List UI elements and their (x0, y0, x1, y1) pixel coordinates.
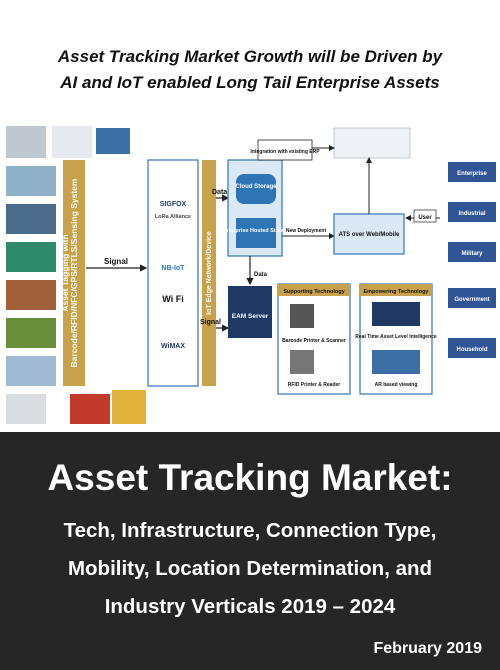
svg-text:EAM Server: EAM Server (232, 313, 269, 320)
svg-text:Enterprise Hosted Storage: Enterprise Hosted Storage (221, 228, 290, 234)
protocol-wifi: Wi Fi (162, 294, 183, 304)
segment-household (448, 338, 496, 358)
segment-enterprise (448, 162, 496, 182)
headline: Asset Tracking Market Growth will be Dri… (20, 44, 480, 96)
protocol-column (147, 159, 199, 387)
svg-text:User: User (418, 215, 432, 221)
data-label-2: Data (254, 272, 268, 278)
signal-label-2: Signal (200, 319, 221, 326)
data-label: Data (212, 189, 227, 196)
user-box (413, 209, 437, 223)
report-subtitle: Tech, Infrastructure, Connection Type, M… (0, 512, 500, 626)
edge-label: IoT Edge Network/Device (206, 231, 213, 315)
asset-photos (6, 126, 146, 424)
ats-box (333, 213, 405, 255)
svg-text:Industrial: Industrial (458, 211, 485, 217)
signal-label: Signal (104, 257, 128, 266)
svg-text:Enterprise: Enterprise (457, 171, 487, 177)
report-title: Asset Tracking Market: (47, 457, 453, 498)
svg-text:Supporting Technology: Supporting Technology (283, 289, 345, 295)
supporting-tech-box (277, 283, 351, 395)
segment-military (448, 242, 496, 262)
svg-text:RFID Printer & Reader: RFID Printer & Reader (288, 382, 341, 388)
svg-text:AR based viewing: AR based viewing (375, 382, 418, 388)
cover-image-area: Asset Tracking Market Growth will be Dri… (6, 44, 496, 424)
svg-text:Household: Household (457, 347, 488, 353)
asset-tagging-bar (63, 160, 85, 386)
ecosystem-diagram: Barcode/RFID/NFC/GPS/RTLS/Sensing System… (6, 126, 496, 424)
headline-line-2: AI and IoT enabled Long Tail Enterprise … (60, 73, 440, 92)
svg-text:Government: Government (454, 297, 489, 303)
subtitle-line-3: Industry Verticals 2019 – 2024 (104, 595, 396, 618)
iot-edge-bar (202, 160, 216, 386)
publication-date: February 2019 (373, 640, 482, 657)
subtitle-line-1: Tech, Infrastructure, Connection Type, (63, 519, 437, 542)
svg-text:ATS over Web/Mobile: ATS over Web/Mobile (339, 232, 400, 238)
protocol-nbiot: NB-IoT (162, 265, 186, 272)
svg-text:Integration with existing ERP: Integration with existing ERP (250, 149, 320, 155)
cloud-storage (236, 174, 276, 204)
eam-server (228, 286, 272, 338)
erp-dashboard (333, 127, 411, 159)
protocol-wimax: WiMAX (161, 343, 185, 350)
protocol-lora: LoRa Alliance (155, 214, 191, 220)
segment-government (448, 288, 496, 308)
subtitle-line-2: Mobility, Location Determination, and (67, 557, 433, 580)
svg-text:Real Time Asset Level Intellig: Real Time Asset Level Intelligence (355, 334, 437, 340)
tagging-label-line2: Barcode/RFID/NFC/GPS/RTLS/Sensing System (69, 178, 79, 367)
svg-text:Cloud Storage: Cloud Storage (235, 184, 277, 190)
title-banner: Asset Tracking Market: Tech, Infrastruct… (0, 432, 500, 670)
svg-text:Empowering Technology: Empowering Technology (364, 289, 430, 295)
segment-industrial (448, 202, 496, 222)
new-deployment: New Deployment (286, 228, 327, 234)
protocol-sigfox: SIGFOX (160, 201, 187, 208)
integration-erp (257, 139, 313, 161)
svg-text:Military: Military (461, 251, 483, 257)
headline-line-1: Asset Tracking Market Growth will be Dri… (57, 47, 443, 66)
tagging-label-line1: Asset Tagging with (60, 234, 70, 311)
svg-text:Barcode Printer & Scanner: Barcode Printer & Scanner (282, 338, 346, 344)
enterprise-storage (236, 218, 276, 248)
